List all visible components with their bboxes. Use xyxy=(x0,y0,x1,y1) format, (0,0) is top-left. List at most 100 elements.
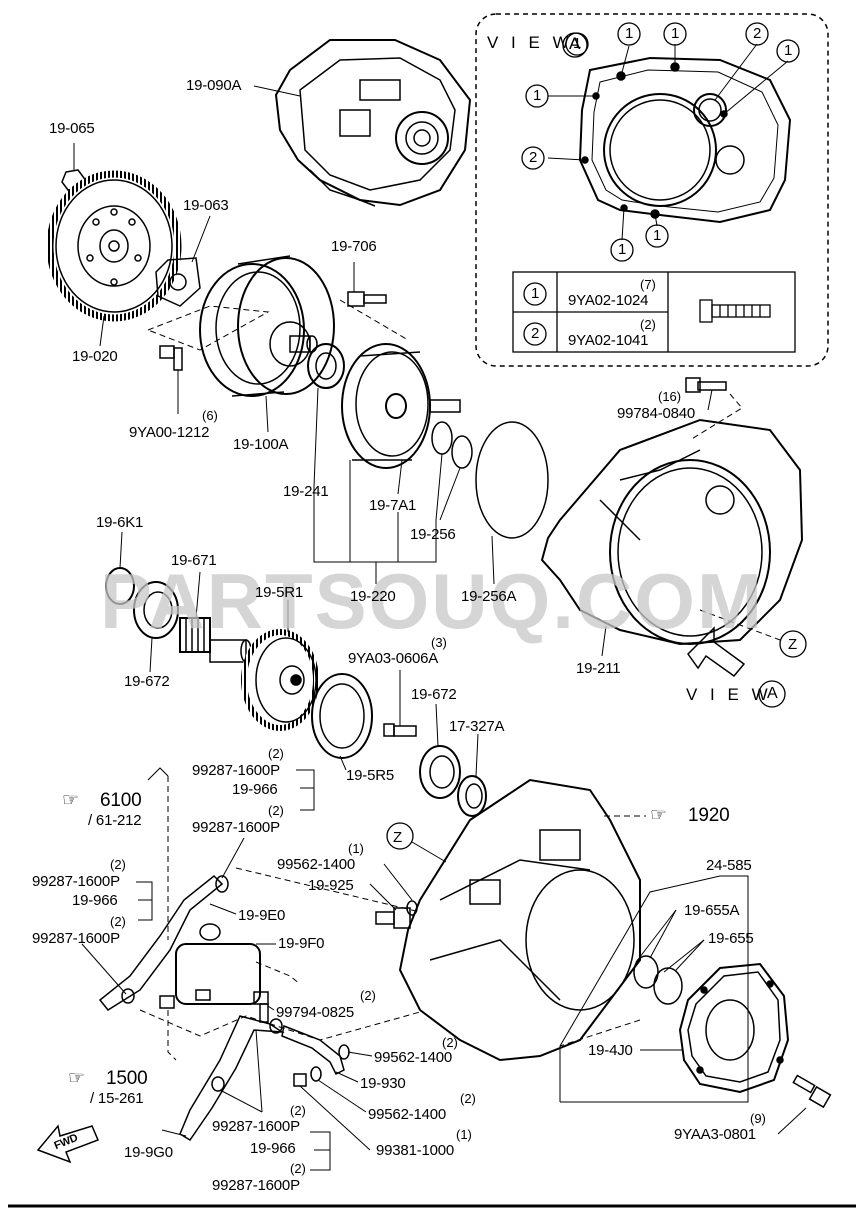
torque-converter-drawing xyxy=(199,255,335,397)
flywheel-drawing xyxy=(46,170,182,322)
leader-9YAA3-0801 xyxy=(777,1107,807,1135)
group2-part-b: 19-966 xyxy=(72,892,118,909)
leader-19-671 xyxy=(195,571,201,619)
group2-part-a: 99287-1600P xyxy=(32,873,120,890)
ref-1500-pointer-icon: ☞ xyxy=(68,1068,85,1089)
shaft-19-671-drawing xyxy=(179,617,252,663)
bearing-19-672-left xyxy=(133,581,179,639)
ref-6100-pointer-icon: ☞ xyxy=(62,790,79,811)
o-ring-19-655A xyxy=(633,955,659,989)
leader-group-2 xyxy=(81,943,127,995)
label-99562-c: 99562-1400 xyxy=(368,1106,447,1123)
leader-group-3 xyxy=(255,1029,263,1113)
label-19-9E0: 19-9E0 xyxy=(238,907,286,924)
leader-19-063 xyxy=(191,215,211,263)
ref-1920[interactable]: 1920 xyxy=(688,805,730,826)
label-17-327A: 17-327A xyxy=(449,718,505,735)
bearing-19-672-right xyxy=(419,745,461,799)
view-a-title-circle xyxy=(562,32,588,58)
hose-19-9G0 xyxy=(179,1015,285,1142)
leader-99381 xyxy=(299,1085,371,1151)
label-99381-1000: 99381-1000 xyxy=(376,1142,455,1159)
view-a-callout-circles xyxy=(521,22,800,262)
dashed-assembly-line-1 xyxy=(147,305,270,351)
label-99562-a: 99562-1400 xyxy=(277,856,356,873)
callout-1-f: 1 xyxy=(618,241,627,258)
leader-19-9E0 xyxy=(209,903,237,915)
callout-1-e: 1 xyxy=(533,87,542,104)
leader-19-672-right xyxy=(435,703,439,747)
leader-19-7A1 xyxy=(397,459,403,495)
leader-99562-c xyxy=(317,1079,367,1113)
view-a-arrow xyxy=(687,626,746,678)
view-a-arrow-letter-circle xyxy=(758,680,786,708)
label-19-655A: 19-655A xyxy=(684,902,740,919)
oil-seal-19-241 xyxy=(307,343,345,389)
bolt-99784-0840 xyxy=(685,377,727,393)
table-row-1-key: 1 xyxy=(531,285,540,302)
group2-qty2: (2) xyxy=(110,914,126,929)
label-19-672-right: 19-672 xyxy=(411,686,457,703)
view-a-arrow-letter: A xyxy=(767,685,778,702)
leader-99794 xyxy=(267,1005,275,1011)
label-19-925: 19-925 xyxy=(308,877,354,894)
label-19-211: 19-211 xyxy=(576,660,621,677)
callout-1-g: 1 xyxy=(653,227,662,244)
ref-1500-sub: / 15-261 xyxy=(90,1090,144,1107)
label-99562-b-qty: (2) xyxy=(442,1035,458,1050)
group1-qty2: (2) xyxy=(268,803,284,818)
label-19-256A: 19-256A xyxy=(461,588,517,605)
callout-1-a: 1 xyxy=(573,35,582,52)
label-19-671: 19-671 xyxy=(171,552,217,569)
label-9YAA3-0801: 9YAA3-0801 xyxy=(674,1126,756,1143)
label-19-9G0: 19-9G0 xyxy=(124,1144,173,1161)
ref-6100[interactable]: 6100 xyxy=(100,790,142,811)
retainer-plate-19-5R5 xyxy=(311,673,373,759)
view-a-callout-leaders xyxy=(547,43,789,241)
group3-qty2: (2) xyxy=(290,1161,306,1176)
label-9YA03-qty: (3) xyxy=(431,635,447,650)
label-99381-qty: (1) xyxy=(456,1127,472,1142)
bolt-9YA00-1212 xyxy=(159,345,183,371)
label-9YAA3-qty: (9) xyxy=(750,1111,766,1126)
dashed-assembly-line-2 xyxy=(339,299,409,341)
bolt-99794-0825 xyxy=(253,991,269,1023)
dashed-assembly-cooler-2 xyxy=(255,961,301,985)
label-19-065: 19-065 xyxy=(49,120,95,137)
dashed-assembly-rear xyxy=(559,1019,641,1047)
leader-19-020 xyxy=(99,315,105,347)
group1-qty1: (2) xyxy=(268,746,284,761)
clamp-lower-mid xyxy=(211,1076,225,1092)
oil-pump-drawing xyxy=(341,343,461,469)
ref-6100-arrow xyxy=(147,767,169,781)
callout-2-b: 2 xyxy=(529,149,538,166)
hose-19-9E0 xyxy=(98,874,224,1011)
group1-part-b: 19-966 xyxy=(232,781,278,798)
bolt-9YAA3-0801 xyxy=(792,1074,832,1109)
leader-19-100A xyxy=(265,395,269,433)
transaxle-case-drawing xyxy=(398,778,641,1062)
group3-qty1: (2) xyxy=(290,1103,306,1118)
group1-part-c: 99287-1600P xyxy=(192,819,280,836)
leader-19-256 xyxy=(435,453,443,521)
view-a-arrow-title: V I E W xyxy=(686,685,772,704)
dashed-assembly-cooler xyxy=(235,867,421,913)
leader-99562-top xyxy=(383,863,413,901)
bracket-group-3 xyxy=(310,1131,331,1171)
drive-plate-19-063 xyxy=(155,257,201,307)
ref-6100-sub: / 61-212 xyxy=(88,812,142,829)
bracket-group-2 xyxy=(136,881,153,921)
callout-2-a: 2 xyxy=(753,25,762,42)
table-row-2-key: 2 xyxy=(531,325,540,342)
label-24-585: 24-585 xyxy=(706,857,752,874)
leader-group-3b xyxy=(219,1089,263,1113)
leader-19-655A xyxy=(649,909,677,959)
leader-19-930 xyxy=(335,1071,359,1083)
leader-group-1 xyxy=(221,837,245,879)
oil-seal-17-327A xyxy=(457,775,487,817)
leader-19-925 xyxy=(369,883,397,911)
leader-19-211 xyxy=(601,625,607,657)
label-19-256: 19-256 xyxy=(410,526,456,543)
ref-1500[interactable]: 1500 xyxy=(106,1068,148,1089)
dashed-ref-1500 xyxy=(167,1010,177,1061)
